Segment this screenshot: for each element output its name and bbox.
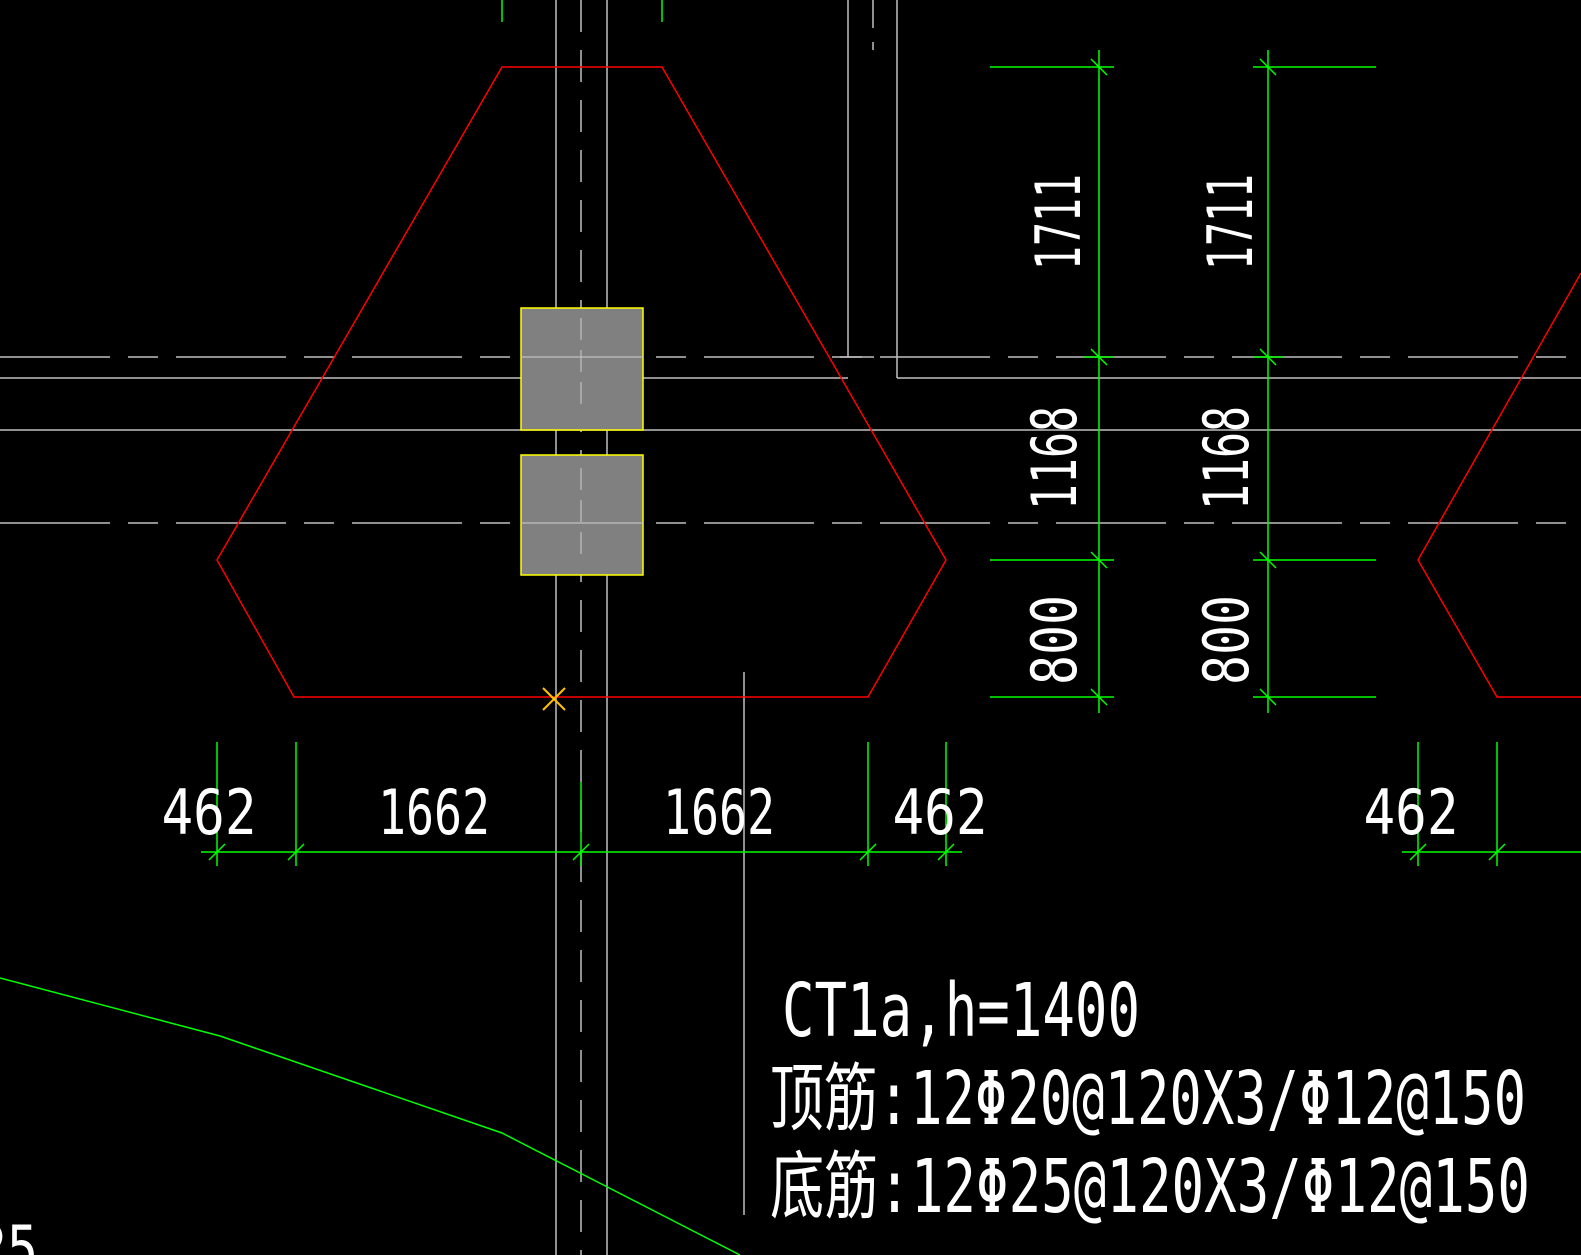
dim-text-v-4: 1711	[1194, 174, 1267, 270]
column-centerlines	[521, 318, 643, 554]
site-boundary-line[interactable]	[0, 977, 741, 1255]
dim-text-v-6: 800	[1190, 595, 1263, 685]
vertical-dimension-labels-a: 1711 1168 800	[1018, 174, 1095, 685]
dimension-lines	[201, 0, 1581, 866]
dim-text-h-2: 1662	[378, 776, 490, 849]
horizontal-dimension-labels-right: 462	[1364, 776, 1459, 849]
bottom-rebar-spec: 底筋:12Φ25@120X3/Φ12@150	[770, 1144, 1530, 1230]
partial-text-bottom-left: 25	[0, 1212, 38, 1255]
footing-outline-left[interactable]	[216, 66, 947, 698]
top-rebar-spec: 顶筋:12Φ20@120X3/Φ12@150	[770, 1056, 1526, 1142]
footing-label: CT1a,h=1400	[782, 968, 1140, 1054]
dim-text-v-5: 1168	[1190, 406, 1263, 510]
dim-text-v-3: 800	[1018, 595, 1091, 685]
footing-outline-right[interactable]	[1417, 272, 1581, 698]
dim-text-h-4: 462	[893, 776, 988, 849]
snap-marker[interactable]	[542, 687, 566, 711]
column-upper[interactable]	[520, 307, 644, 431]
dim-text-h-3: 1662	[663, 776, 775, 849]
dim-text-v-1: 1711	[1022, 174, 1095, 270]
dim-text-h-5: 462	[1364, 776, 1459, 849]
dim-text-v-2: 1168	[1018, 406, 1091, 510]
horizontal-dimension-labels-left: 462 1662 1662 462	[162, 776, 988, 849]
dim-text-h-1: 462	[162, 776, 257, 849]
vertical-dimension-labels-b: 1711 1168 800	[1190, 174, 1267, 685]
column-lower[interactable]	[520, 454, 644, 576]
footing-annotation[interactable]: CT1a,h=1400 顶筋:12Φ20@120X3/Φ12@150 底筋:12…	[770, 968, 1530, 1230]
